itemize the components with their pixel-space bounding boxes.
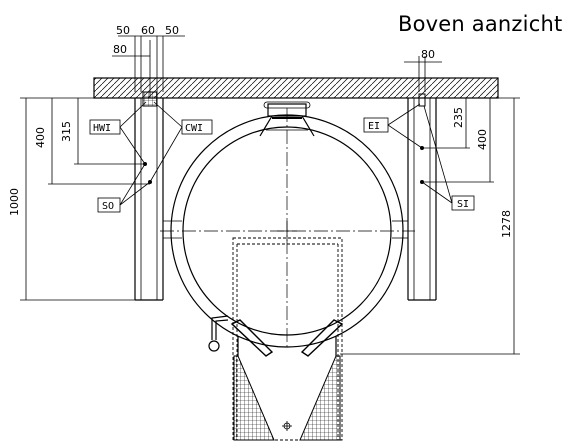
right-column xyxy=(407,93,437,301)
label-hwi xyxy=(89,101,147,165)
dim-315: 315 xyxy=(60,121,73,142)
top-beam xyxy=(93,77,499,99)
label-ei xyxy=(363,103,423,149)
dim-80-right: 80 xyxy=(421,48,435,61)
left-column xyxy=(134,91,164,301)
dim-1278: 1278 xyxy=(500,210,513,238)
label-so xyxy=(97,163,151,213)
inner-frame xyxy=(232,237,343,441)
right-dimensions xyxy=(340,97,520,355)
right-connector xyxy=(418,93,426,107)
label-ei-text: EI xyxy=(368,121,380,132)
label-cwi xyxy=(149,101,213,183)
vessel xyxy=(160,108,415,350)
top-dimensions-left xyxy=(112,35,185,98)
dim-235: 235 xyxy=(452,107,465,128)
view-title: Boven aanzicht xyxy=(398,12,563,36)
dim-400-right: 400 xyxy=(476,129,489,150)
dim-60: 60 xyxy=(141,24,155,37)
dim-1000: 1000 xyxy=(8,188,21,216)
label-si-text: SI xyxy=(457,199,469,210)
bottom-legs xyxy=(230,319,344,357)
dim-50-right: 50 xyxy=(165,24,179,37)
label-hwi-text: HWI xyxy=(93,123,111,134)
drain-pipe xyxy=(208,315,229,352)
label-so-text: SO xyxy=(102,201,114,212)
label-cwi-text: CWI xyxy=(185,123,203,134)
label-si xyxy=(421,105,475,211)
top-manway xyxy=(259,101,315,137)
dim-400-left: 400 xyxy=(34,127,47,148)
top-dimensions-right xyxy=(404,56,442,92)
bottom-mesh xyxy=(233,355,341,441)
dim-50-left: 50 xyxy=(116,24,130,37)
dim-80-left: 80 xyxy=(113,43,127,56)
support-arms xyxy=(163,220,408,239)
